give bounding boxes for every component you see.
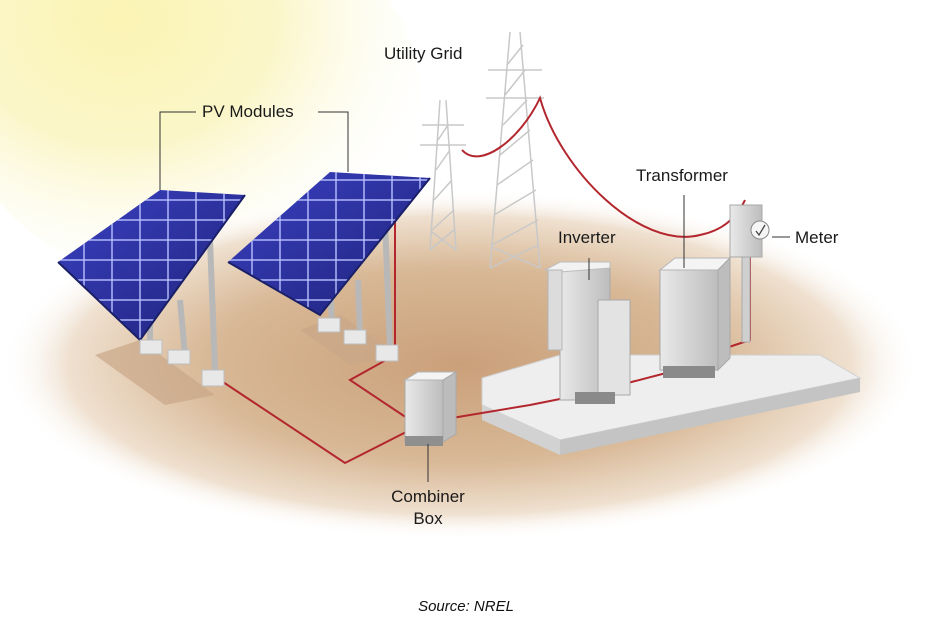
label-utility-grid: Utility Grid: [384, 44, 463, 63]
label-leaders: [159, 111, 790, 482]
label-transformer: Transformer: [636, 166, 728, 185]
label-combiner-box-line1: Combiner: [391, 487, 465, 506]
label-combiner-box: Combiner Box: [388, 486, 468, 530]
pv-array-left: [57, 190, 246, 405]
label-inverter: Inverter: [558, 228, 616, 247]
meter: [729, 204, 770, 343]
grid-wire: [461, 95, 746, 238]
utility-grid-towers: [420, 31, 544, 269]
transformer: [658, 256, 732, 378]
source-caption: Source: NREL: [418, 598, 514, 615]
label-combiner-box-line2: Box: [413, 509, 443, 528]
label-pv-modules: PV Modules: [202, 102, 294, 121]
inverter: [543, 261, 631, 404]
combiner-box: [403, 371, 458, 446]
pv-array-right: [227, 172, 431, 365]
label-meter: Meter: [795, 228, 839, 247]
